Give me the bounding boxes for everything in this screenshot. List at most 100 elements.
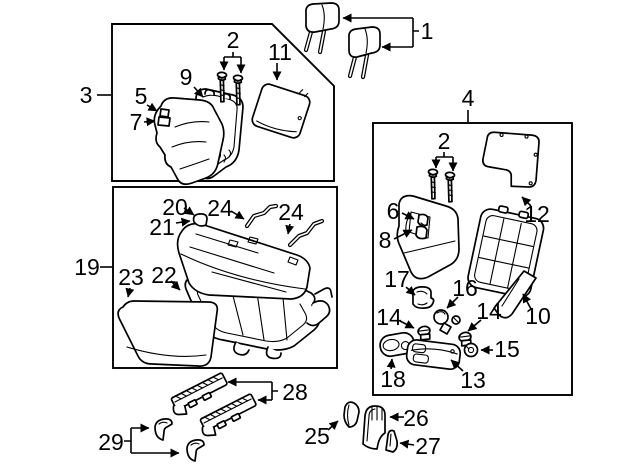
seat-back-frame	[467, 205, 545, 319]
callout-label-18: 18	[380, 366, 406, 392]
callout-label-14a: 14	[376, 304, 402, 330]
callout-label-14b: 14	[476, 298, 502, 324]
callout-arrow-18	[386, 358, 396, 370]
callout-label-17: 17	[384, 266, 410, 292]
frame-leg-line	[501, 278, 520, 307]
callout-line-1	[412, 18, 419, 47]
top-tab-2	[518, 210, 530, 220]
seat-back-right-group	[379, 131, 545, 371]
callout-label-23: 23	[118, 264, 144, 290]
callout-arrow-6	[401, 211, 415, 220]
rail-clip-1	[154, 418, 173, 441]
callout-label-8: 8	[379, 227, 392, 253]
clip-dot	[533, 152, 538, 157]
callout-label-2b: 2	[438, 128, 451, 154]
callout-arrow-12	[521, 196, 532, 207]
clip-dot	[528, 181, 533, 186]
callout-arrow-14b	[467, 319, 482, 332]
back-panel-right	[482, 131, 540, 188]
callout-label-29: 29	[98, 429, 124, 455]
seat-cushion-pad	[176, 222, 311, 300]
creases	[189, 233, 287, 293]
callout-label-15: 15	[494, 336, 520, 362]
callout-label-10: 10	[525, 303, 551, 329]
edge-thickness	[256, 120, 297, 133]
cover-27	[385, 429, 399, 453]
callout-arrow-13	[450, 359, 464, 372]
outline	[176, 222, 311, 300]
grid	[478, 218, 534, 289]
support-wire-1	[244, 203, 279, 229]
tab-2	[201, 391, 213, 401]
outline	[343, 401, 360, 428]
callout-arrow-20	[183, 206, 195, 216]
ribs	[371, 405, 383, 421]
tab-1	[187, 399, 198, 409]
callout-arrow-21	[175, 217, 191, 227]
callout-label-7: 7	[130, 109, 143, 135]
wire-core	[246, 205, 277, 227]
seat-back-panel	[251, 83, 311, 139]
slide-rail-1	[170, 372, 228, 416]
prong-2-core	[362, 54, 368, 78]
callout-label-22: 22	[151, 262, 177, 288]
headrest-1	[303, 2, 340, 55]
hatching	[176, 377, 220, 400]
detail	[416, 290, 428, 306]
callout-label-4: 4	[462, 85, 475, 111]
callout-label-12: 12	[524, 201, 550, 227]
tab-2	[230, 412, 242, 422]
callout-label-24a: 24	[207, 195, 233, 221]
callout-arrow-27	[399, 439, 415, 449]
hinge-clip	[157, 108, 171, 127]
right-bracket	[306, 300, 331, 327]
outline	[482, 131, 540, 188]
clip-dot	[499, 132, 504, 138]
callout-label-28: 28	[282, 379, 308, 405]
front-foot-1	[233, 341, 250, 356]
tick	[464, 344, 470, 350]
rail-clip-2	[186, 439, 205, 462]
callout-label-11: 11	[268, 39, 292, 65]
crease	[321, 4, 325, 30]
outline	[305, 2, 340, 33]
outline	[170, 372, 228, 411]
callout-label-26: 26	[403, 405, 429, 431]
recess-2	[412, 353, 429, 364]
fold-line	[346, 404, 350, 426]
seat-back-pad	[153, 97, 225, 186]
face-divider	[180, 253, 306, 290]
callout-label-3: 3	[80, 82, 93, 108]
prong-1-core	[349, 56, 356, 77]
callout-arrow-22	[170, 280, 181, 291]
crease	[364, 28, 368, 54]
seat-cushion-group	[117, 203, 333, 367]
grommet-17	[411, 286, 435, 310]
latch-tick	[420, 222, 426, 227]
wire-core	[289, 220, 323, 246]
slide-rail-2	[199, 393, 257, 437]
latch	[415, 225, 428, 240]
large-recess	[382, 338, 400, 352]
callout-arrow-14a	[399, 320, 415, 329]
callout-label-19: 19	[74, 254, 100, 280]
slits	[227, 236, 299, 266]
support-wire-2	[287, 218, 325, 248]
recess-1	[411, 343, 427, 354]
callout-arrow-9	[193, 86, 204, 98]
seat-back-left-group	[153, 71, 311, 186]
tabs	[298, 89, 309, 98]
inner-rim	[474, 215, 538, 291]
frame-leg	[493, 270, 537, 319]
callout-line-2a	[224, 52, 241, 58]
callout-label-25: 25	[304, 423, 330, 449]
clip-dot	[524, 134, 529, 139]
callout-label-21: 21	[149, 214, 175, 240]
outline	[405, 339, 462, 371]
callout-label-13: 13	[460, 367, 486, 393]
outline	[385, 429, 399, 453]
ridge	[203, 398, 252, 424]
tab-1	[216, 420, 227, 430]
end-foot	[172, 405, 188, 416]
clip-16	[433, 309, 461, 335]
